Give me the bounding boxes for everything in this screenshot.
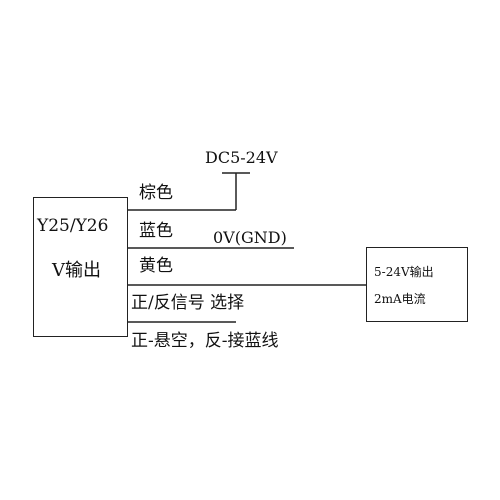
blue-wire-label: 蓝色 — [139, 221, 173, 241]
signal-note-label: 正-悬空，反-接蓝线 — [131, 331, 279, 351]
load-current-label: 2mA电流 — [374, 292, 426, 306]
load-output-label: 5-24V输出 — [374, 265, 434, 279]
sensor-output-label: V输出 — [52, 260, 101, 281]
supply-voltage-label: DC5-24V — [205, 148, 278, 167]
yellow-wire-label: 黄色 — [139, 256, 173, 276]
sensor-model-label: Y25/Y26 — [37, 216, 109, 236]
ground-label: 0V(GND) — [213, 228, 287, 247]
sensor-box — [33, 197, 128, 337]
load-box — [366, 247, 468, 322]
signal-select-label: 正/反信号 选择 — [131, 293, 245, 313]
brown-wire-label: 棕色 — [139, 183, 173, 203]
